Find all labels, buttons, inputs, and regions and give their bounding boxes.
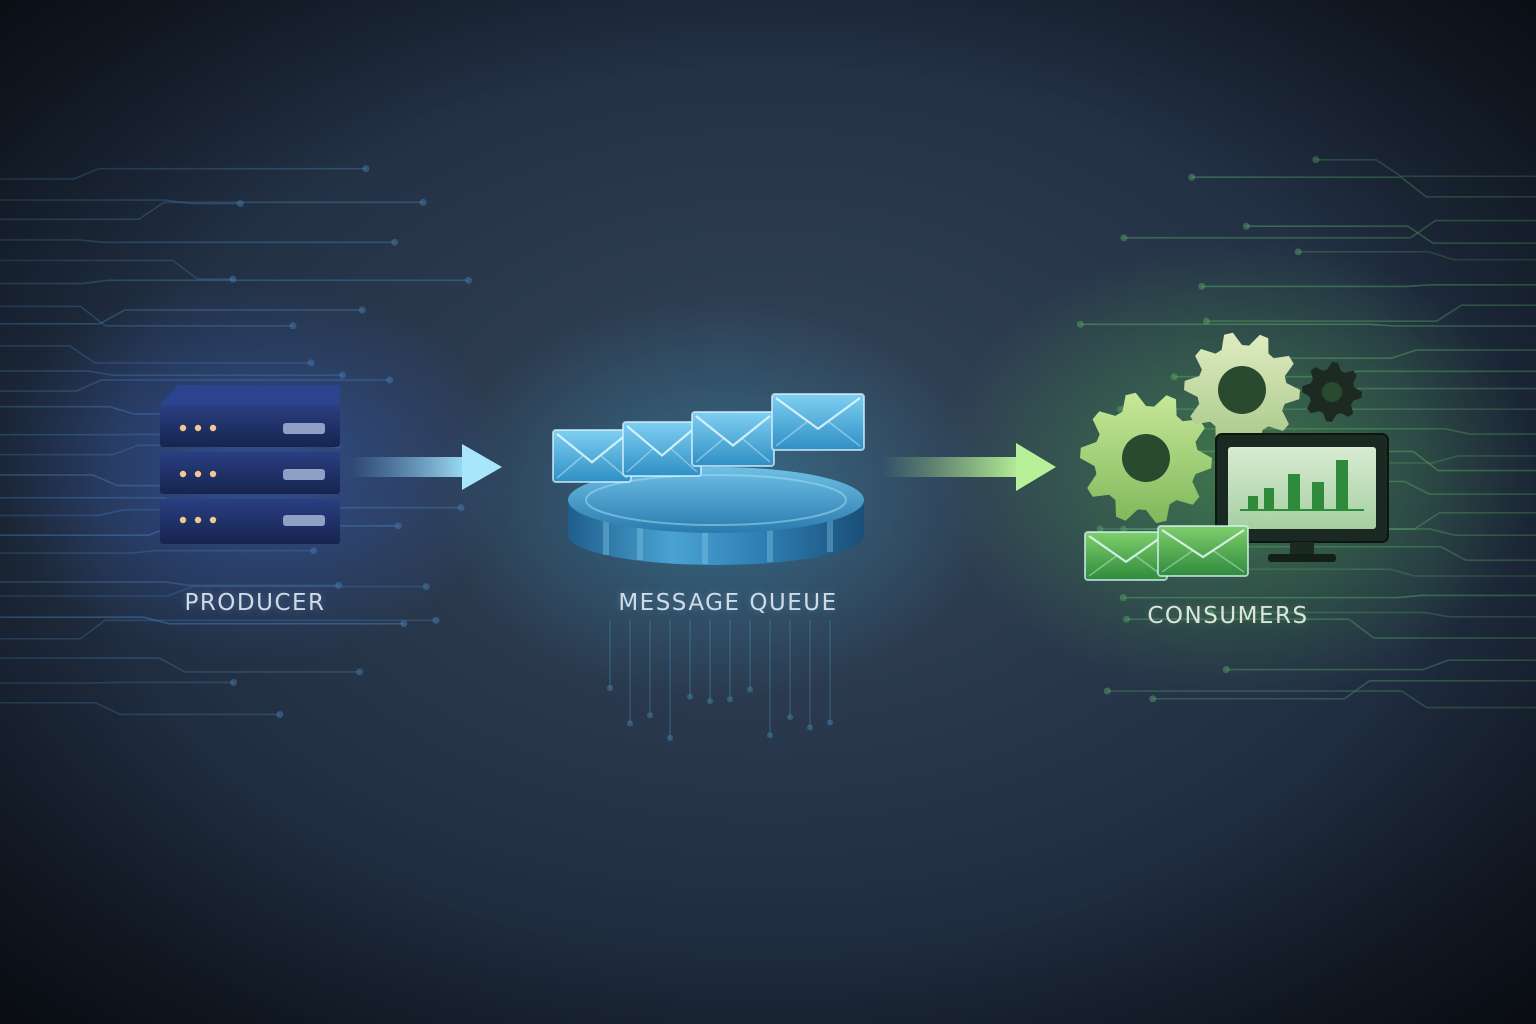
consumers-label: CONSUMERS bbox=[1147, 603, 1309, 629]
producer-label: PRODUCER bbox=[184, 590, 326, 616]
message-queue-label: MESSAGE QUEUE bbox=[618, 590, 838, 616]
